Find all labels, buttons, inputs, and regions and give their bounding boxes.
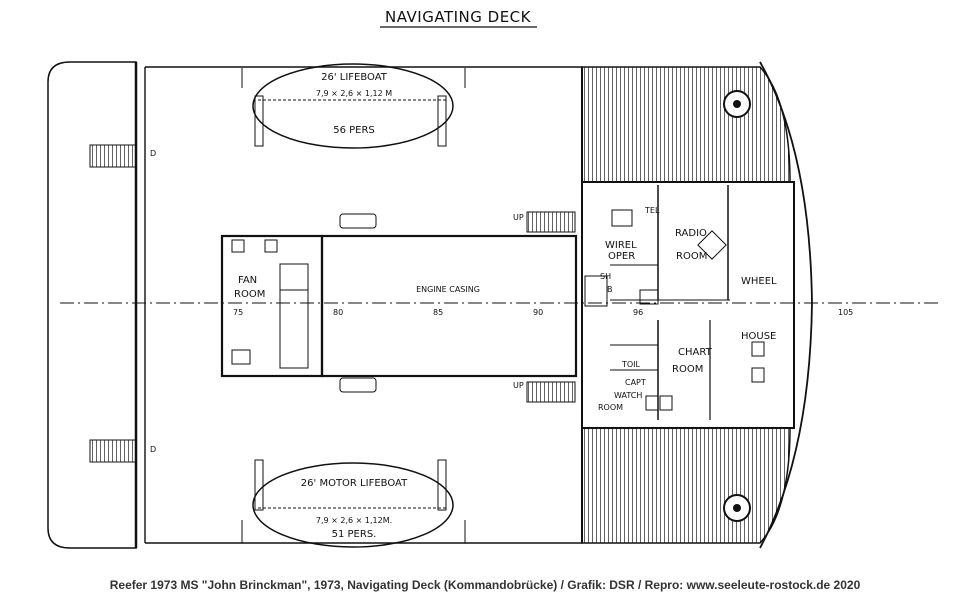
bridge-wing-bottom xyxy=(581,427,791,544)
capt-label-1: CAPT xyxy=(625,378,646,387)
marker-d-top: D xyxy=(150,149,156,158)
lifeboat-top: 26' LIFEBOAT 7,9 × 2,6 × 1,12 M 56 PERS xyxy=(241,63,466,149)
chart-label-1: CHART xyxy=(678,347,713,358)
wireless-label-1: WIREL xyxy=(605,240,637,251)
lifeboat-top-name: 26' LIFEBOAT xyxy=(321,72,388,83)
lifeboat-bottom-name: 26' MOTOR LIFEBOAT xyxy=(301,478,408,489)
frame-numbers: 75 80 85 90 96 105 xyxy=(233,308,853,317)
aft-stair-top: D xyxy=(89,144,156,168)
radio-label-1: RADIO xyxy=(675,228,707,239)
frame-85: 85 xyxy=(433,308,443,317)
frame-80: 80 xyxy=(333,308,343,317)
lifeboat-bottom-dims: 7,9 × 2,6 × 1,12M. xyxy=(316,516,392,525)
stair-up-top: UP xyxy=(513,211,576,233)
stair-up-bottom: UP xyxy=(513,381,576,403)
lifeboat-top-dims: 7,9 × 2,6 × 1,12 M xyxy=(316,89,392,98)
image-caption: Reefer 1973 MS "John Brinckman", 1973, N… xyxy=(109,578,861,592)
engine-casing-label: ENGINE CASING xyxy=(416,285,480,294)
wheelhouse-block xyxy=(581,181,795,429)
marker-d-bottom: D xyxy=(150,445,156,454)
capt-label-3: ROOM xyxy=(598,403,623,412)
fan-room-label-1: FAN xyxy=(238,275,257,286)
wireless-label-2: OPER xyxy=(608,251,635,262)
marker-up-top: UP xyxy=(513,213,524,222)
radio-label-2: ROOM xyxy=(676,251,707,262)
toil-label: TOIL xyxy=(621,360,641,369)
lifeboat-bottom: 26' MOTOR LIFEBOAT 7,9 × 2,6 × 1,12M. 51… xyxy=(241,459,466,548)
marker-up-bottom: UP xyxy=(513,381,524,390)
frame-96: 96 xyxy=(633,308,643,317)
capt-label-2: WATCH xyxy=(614,391,642,400)
b-label: B xyxy=(607,285,613,294)
tel-label: TEL xyxy=(644,206,660,215)
aft-structure xyxy=(47,61,138,549)
lifeboat-bottom-persons: 51 PERS. xyxy=(332,529,377,540)
chart-label-2: ROOM xyxy=(672,364,703,375)
plan-title: NAVIGATING DECK xyxy=(385,8,532,26)
wheel-label: WHEEL xyxy=(741,276,777,287)
frame-105: 105 xyxy=(838,308,853,317)
house-label: HOUSE xyxy=(741,331,776,342)
deck-outline xyxy=(144,66,583,544)
fan-room: FAN ROOM xyxy=(220,234,324,378)
engine-casing: ENGINE CASING xyxy=(320,213,578,393)
bridge-wing-top xyxy=(581,66,791,183)
bow-outline xyxy=(759,61,813,549)
frame-75: 75 xyxy=(233,308,243,317)
lifeboat-top-persons: 56 PERS xyxy=(333,125,375,136)
fan-room-label-2: ROOM xyxy=(234,289,265,300)
sh-label: SH xyxy=(600,272,611,281)
frame-90: 90 xyxy=(533,308,543,317)
aft-stair-bottom: D xyxy=(89,439,156,463)
